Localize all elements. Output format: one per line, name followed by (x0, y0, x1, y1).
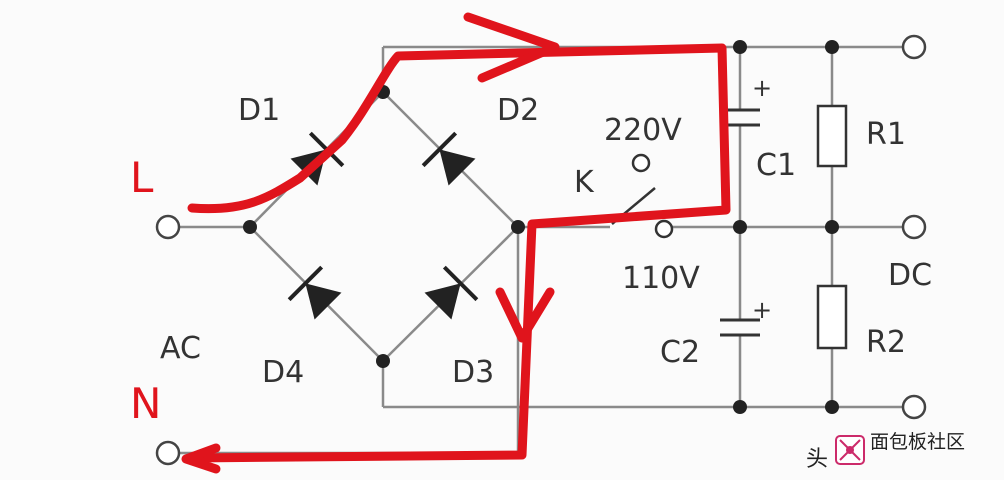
label-c2-plus: + (752, 296, 772, 324)
terminals (155, 34, 927, 466)
label-N: N (130, 379, 161, 428)
label-220V: 220V (604, 113, 682, 148)
label-DC: DC (888, 258, 932, 293)
label-R1: R1 (866, 117, 906, 152)
current-path-line (185, 43, 731, 463)
current-arrow-down (495, 287, 555, 343)
terminal-dc-top (901, 34, 927, 60)
diode-d3 (424, 265, 479, 320)
label-c1-plus: + (752, 74, 772, 102)
label-D3: D3 (452, 355, 494, 390)
current-arrow-right (463, 12, 560, 83)
watermark-text: 面包板社区 (870, 431, 965, 453)
label-D2: D2 (497, 93, 539, 128)
terminal-N (155, 440, 181, 466)
current-arrow-left (181, 443, 221, 474)
resistor-r2 (816, 284, 848, 350)
label-L: L (130, 153, 154, 202)
label-C1: C1 (756, 148, 796, 183)
watermark-logo-icon (835, 435, 865, 465)
wires (180, 45, 910, 455)
watermark-left-char: 头 (806, 447, 828, 472)
watermark: 头 面包板社区 (806, 431, 965, 472)
switch-110v-contact (654, 219, 674, 239)
diode-d2 (421, 131, 476, 186)
label-D1: D1 (238, 93, 280, 128)
label-AC: AC (160, 331, 201, 366)
switch-k (611, 153, 674, 239)
terminal-dc-middle (901, 214, 927, 240)
label-C2: C2 (660, 335, 700, 370)
label-110V: 110V (622, 261, 700, 296)
capacitor-c2 (720, 318, 760, 337)
bridge-rectifier (249, 91, 519, 362)
label-K: K (574, 165, 595, 200)
label-D4: D4 (262, 355, 304, 390)
switch-220v-contact (631, 153, 651, 173)
diode-d4 (287, 265, 342, 320)
label-R2: R2 (866, 325, 906, 360)
resistor-r1 (816, 104, 848, 168)
terminal-dc-bottom (901, 394, 927, 420)
terminal-L (155, 214, 181, 240)
current-path (181, 12, 731, 474)
junction-dots (243, 40, 839, 414)
